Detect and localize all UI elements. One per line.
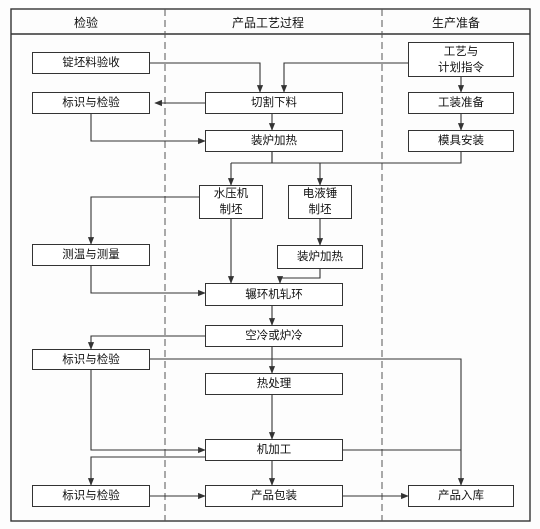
electro-hammer-box: 电液锤 制坯 [288, 185, 352, 219]
temp-measure-box: 测温与测量 [32, 244, 150, 266]
connector-press-to-temp [87, 196, 199, 245]
connector-temp-to-rolling [90, 266, 206, 297]
connector-check1-to-heat1 [90, 114, 206, 145]
furnace-heat-box-2: 装炉加热 [277, 245, 363, 269]
outer-frame [10, 8, 531, 522]
mold-install-box: 模具安装 [408, 130, 514, 152]
column-header-production-prep: 生产准备 [432, 16, 481, 30]
storage-box: 产品入库 [408, 485, 514, 507]
machining-box: 机加工 [205, 439, 343, 461]
hydraulic-press-box: 水压机 制坯 [199, 185, 263, 219]
tooling-prep-box: 工装准备 [408, 92, 514, 114]
process-plan-box: 工艺与 计划指令 [408, 42, 514, 77]
column-header-inspection: 检验 [74, 16, 99, 30]
connector-mold-to-heat1 [271, 152, 462, 164]
furnace-heat-box-1: 装炉加热 [205, 130, 343, 152]
ring-rolling-box: 辗环机轧环 [205, 283, 343, 306]
connector-cooling-to-check2 [87, 335, 205, 350]
connector-check2-to-machining [90, 370, 206, 454]
identify-check-box-3: 标识与检验 [32, 485, 150, 507]
ingot-receipt-box: 锭坯料验收 [32, 52, 150, 74]
connector-machining-to-check3 [87, 456, 205, 486]
connector-heat2-to-rolling [276, 269, 321, 284]
column-header-process: 产品工艺过程 [232, 16, 305, 30]
identify-check-box-1: 标识与检验 [32, 92, 150, 114]
identify-check-box-2: 标识与检验 [32, 349, 150, 370]
cooling-box: 空冷或炉冷 [205, 325, 343, 347]
cutting-box: 切割下料 [205, 92, 343, 114]
connector-plan-to-cutting [280, 62, 408, 93]
heat-treatment-box: 热处理 [205, 373, 343, 395]
connector-check2-to-storage [150, 358, 465, 486]
connector-receipt-to-cutting [150, 62, 264, 93]
packaging-box: 产品包装 [205, 485, 343, 507]
